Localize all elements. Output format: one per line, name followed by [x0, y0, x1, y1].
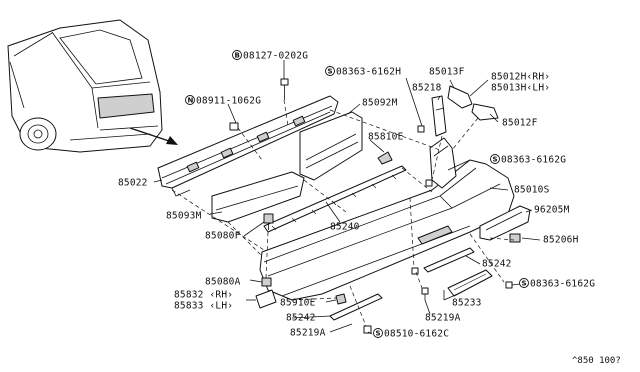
clip-85910E — [335, 293, 347, 305]
label-85012F: 85012F — [502, 118, 538, 129]
label-85910E: 85910E — [280, 298, 316, 309]
label-85832: 85832 ‹RH› — [174, 290, 233, 301]
callout-08363-6162G-lower: S 08363-6162G — [519, 278, 595, 290]
part-number: 08363-6162H — [336, 67, 401, 78]
fascia-strip — [263, 165, 407, 233]
symbol-letter: S — [493, 156, 498, 164]
reflector-85242-rh — [423, 247, 475, 273]
label-85833: 85833 ‹LH› — [174, 301, 233, 312]
callout-08127: B 08127-0202G — [232, 50, 308, 62]
label-85080A: 85080A — [205, 277, 241, 288]
label-85093M: 85093M — [166, 211, 202, 222]
assembly-lines — [171, 99, 515, 327]
part-number: 08510-6162C — [384, 329, 449, 340]
screw-08363-6162G-lower — [505, 281, 513, 289]
label-85810E: 85810E — [368, 132, 404, 143]
nut-08911 — [229, 122, 239, 131]
symbol-letter: S — [522, 280, 527, 288]
label-85240: 85240 — [330, 222, 360, 233]
socket-85206H — [509, 233, 521, 243]
callout-08911: N 08911-1062G — [185, 95, 261, 107]
symbol-letter: S — [328, 68, 333, 76]
bracket-85832 — [255, 289, 277, 309]
part-number: 08363-6162G — [530, 279, 595, 290]
symbol-letter: S — [376, 330, 381, 338]
label-85242-upper: 85242 — [482, 259, 512, 270]
screw-08510 — [363, 325, 372, 334]
callout-08510-6162C: S 08510-6162C — [373, 328, 449, 340]
reflector-85242-lh — [329, 293, 383, 321]
bracket-85218 — [431, 95, 447, 137]
label-85092M: 85092M — [362, 98, 398, 109]
symbol-letter: N — [188, 97, 194, 105]
label-85022: 85022 — [118, 178, 148, 189]
label-85080F: 85080F — [205, 231, 241, 242]
label-85219A-left: 85219A — [290, 328, 326, 339]
label-85242-lower: 85242 — [286, 313, 316, 324]
direction-arrow — [129, 127, 178, 145]
bumper-reinforcement — [157, 95, 339, 197]
car-rear-illustration — [7, 19, 163, 153]
clip-85080F — [263, 213, 274, 230]
label-85233: 85233 — [452, 298, 482, 309]
label-96205M: 96205M — [534, 205, 570, 216]
clip-85080A — [261, 277, 272, 287]
energy-absorber-rh — [299, 111, 363, 181]
part-number: 08363-6162G — [501, 155, 566, 166]
energy-absorber-lh — [211, 171, 305, 223]
screw-85219A — [411, 267, 429, 300]
label-85206H: 85206H — [543, 235, 579, 246]
part-number: 08127-0202G — [243, 51, 308, 62]
callout-08363-6162H: S 08363-6162H — [325, 66, 401, 78]
label-85218: 85218 — [412, 83, 442, 94]
part-number: 08911-1062G — [196, 96, 261, 107]
screw-08363-6162G-upper — [425, 179, 433, 187]
label-85012H: 85012H‹RH› — [491, 72, 550, 83]
part-labels: 85013F 85012H‹RH› 85013H‹LH› 85218 85092… — [118, 67, 579, 339]
label-85013F: 85013F — [429, 67, 465, 78]
clip-85810E — [377, 151, 393, 165]
lamp-96205M — [479, 205, 531, 241]
leader-lines — [153, 60, 541, 335]
callout-08363-6162G-upper: S 08363-6162G — [490, 154, 566, 166]
label-85219A-right: 85219A — [425, 313, 461, 324]
symbol-letter: B — [235, 52, 240, 60]
label-85010S: 85010S — [514, 185, 550, 196]
reflector-85233 — [447, 269, 493, 297]
bolt-08127 — [280, 78, 289, 100]
screw-08363-6162H — [417, 125, 425, 133]
diagram-reference: ^850 100? — [572, 356, 621, 366]
label-85013H: 85013H‹LH› — [491, 83, 550, 94]
